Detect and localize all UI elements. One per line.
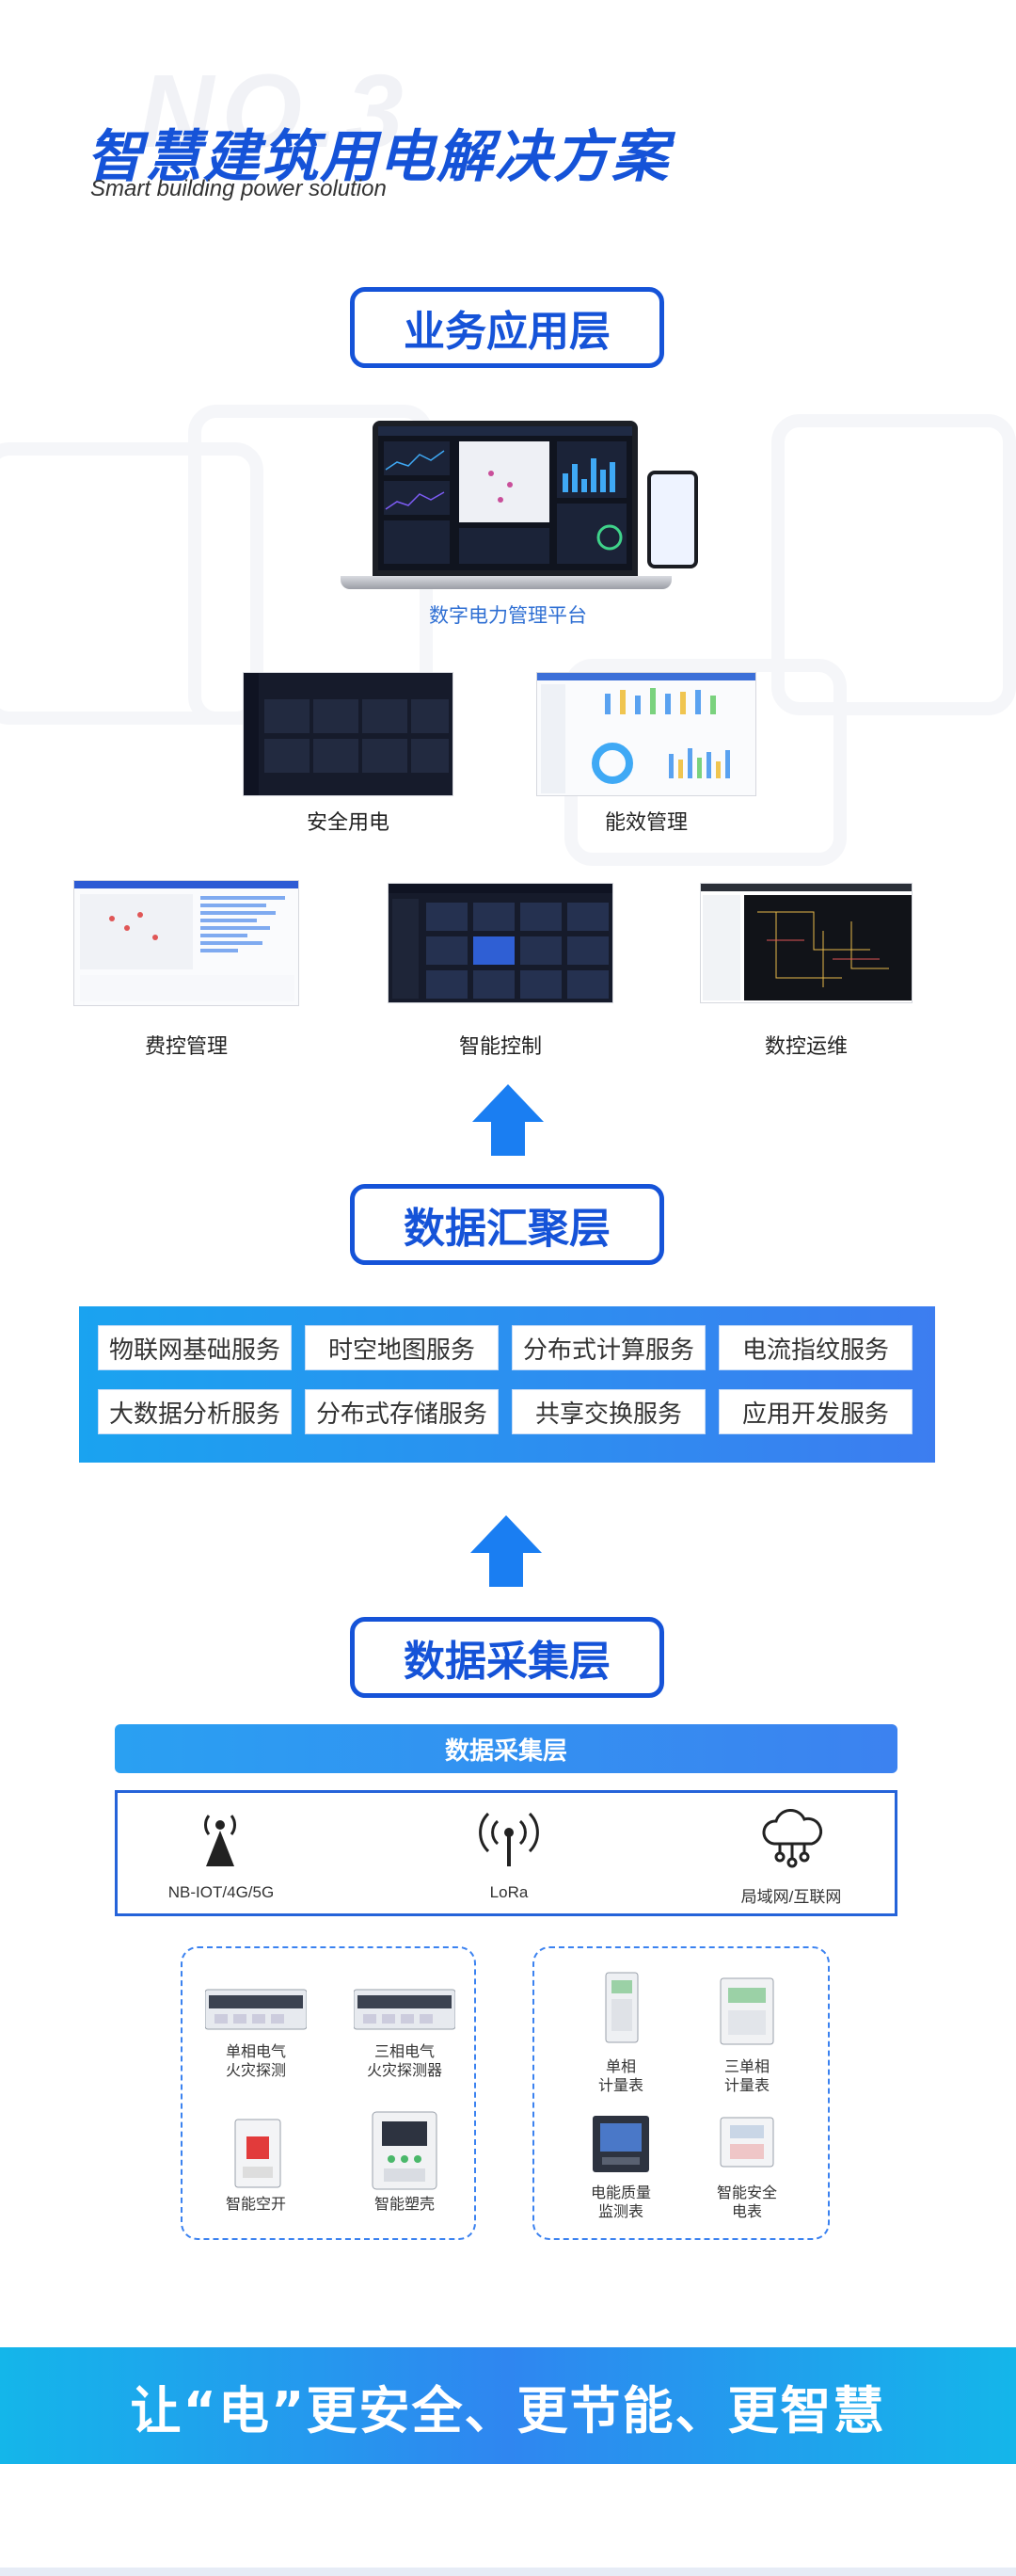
page-title: 智慧建筑用电解决方案 [87, 124, 670, 190]
service-item: 物联网基础服务 [98, 1325, 292, 1370]
platform-caption: 数字电力管理平台 [429, 604, 587, 627]
power-quality-meter-device [593, 2116, 649, 2172]
dashboard-preview [378, 426, 632, 564]
smart-breaker-device [234, 2119, 281, 2188]
network-label: 局域网/互联网 [740, 1888, 842, 1906]
fee-control-screenshot [73, 880, 299, 1006]
cloud-network-icon [762, 1809, 823, 1868]
collection-layer-title: 数据采集层 [350, 1617, 664, 1698]
device-label: 智能安全 电表 [716, 2184, 777, 2220]
fire-detector-device [354, 1989, 455, 2030]
laptop-base [341, 576, 672, 589]
antenna-tower-icon [204, 1815, 236, 1866]
service-item: 时空地图服务 [305, 1325, 499, 1370]
device-label: 电能质量 监测表 [590, 2184, 651, 2220]
service-item: 分布式存储服务 [305, 1389, 499, 1434]
footer-strip [0, 2568, 1016, 2576]
header-bg-number: NO.3 [139, 54, 411, 169]
service-item: 分布式计算服务 [512, 1325, 706, 1370]
aggregation-layer-title: 数据汇聚层 [350, 1184, 664, 1265]
slogan-banner: 让“电”更安全、更节能、更智慧 [0, 2347, 1016, 2464]
module-label-fee: 费控管理 [144, 1035, 228, 1059]
wireless-signal-icon [479, 1812, 539, 1866]
smart-mccb-device [372, 2111, 437, 2190]
smart-safety-meter-device [720, 2117, 774, 2168]
module-label-energy: 能效管理 [604, 811, 688, 835]
device-group-left: 单相电气 火灾探测 三相电气 火灾探测器 智能空开 智能塑壳 [181, 1946, 476, 2240]
arrow-up-icon [472, 1084, 544, 1156]
device-group-right: 单相 计量表 三单相 计量表 电能质量 监测表 智能安全 电表 [532, 1946, 830, 2240]
nc-ops-screenshot [700, 883, 913, 1003]
fire-detector-device [205, 1989, 307, 2030]
module-label-smart: 智能控制 [458, 1035, 542, 1059]
module-label-safety: 安全用电 [306, 811, 389, 835]
service-item: 大数据分析服务 [98, 1389, 292, 1434]
services-panel: 物联网基础服务 时空地图服务 分布式计算服务 电流指纹服务 大数据分析服务 分布… [79, 1306, 935, 1463]
device-label: 单相电气 火灾探测 [225, 2042, 286, 2079]
app-layer-title: 业务应用层 [350, 287, 664, 368]
device-label: 智能塑壳 [373, 2195, 435, 2213]
energy-efficiency-screenshot [536, 672, 756, 796]
three-phase-meter-device [720, 1977, 774, 2045]
network-label: NB-IOT/4G/5G [167, 1883, 275, 1901]
arrow-up-icon [470, 1515, 542, 1587]
module-label-ops: 数控运维 [764, 1035, 848, 1059]
network-box: NB-IOT/4G/5G LoRa 局域网/互联网 [115, 1790, 897, 1916]
phone-screenshot [647, 471, 698, 568]
device-label: 智能空开 [225, 2195, 286, 2213]
single-phase-meter-device [605, 1972, 639, 2043]
service-item: 共享交换服务 [512, 1389, 706, 1434]
watermark-shape [771, 414, 1016, 715]
laptop-screenshot [373, 421, 638, 576]
device-label: 单相 计量表 [597, 2057, 643, 2094]
network-label: LoRa [489, 1883, 529, 1901]
device-label: 三相电气 火灾探测器 [366, 2042, 442, 2079]
safety-power-screenshot [243, 672, 453, 796]
collection-bar: 数据采集层 [115, 1724, 897, 1773]
service-item: 应用开发服务 [719, 1389, 913, 1434]
smart-control-screenshot [388, 883, 613, 1003]
service-item: 电流指纹服务 [719, 1325, 913, 1370]
device-label: 三单相 计量表 [723, 2057, 770, 2094]
page-subtitle: Smart building power solution [90, 176, 387, 201]
